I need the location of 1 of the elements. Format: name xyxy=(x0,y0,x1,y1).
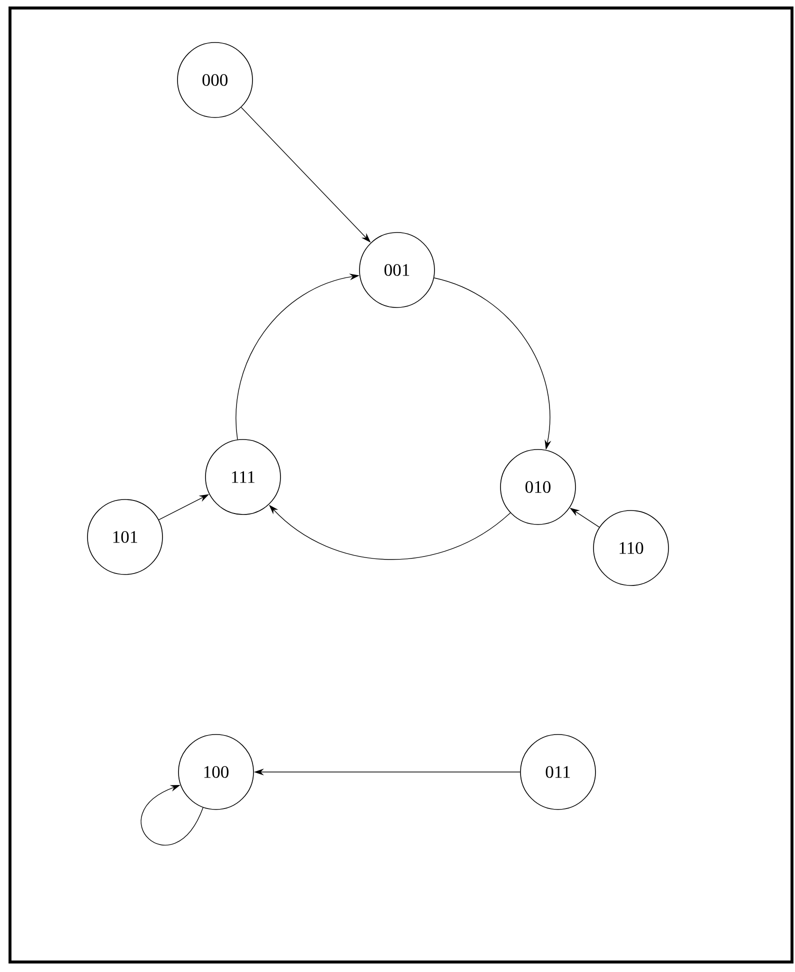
arrow xyxy=(140,784,204,846)
